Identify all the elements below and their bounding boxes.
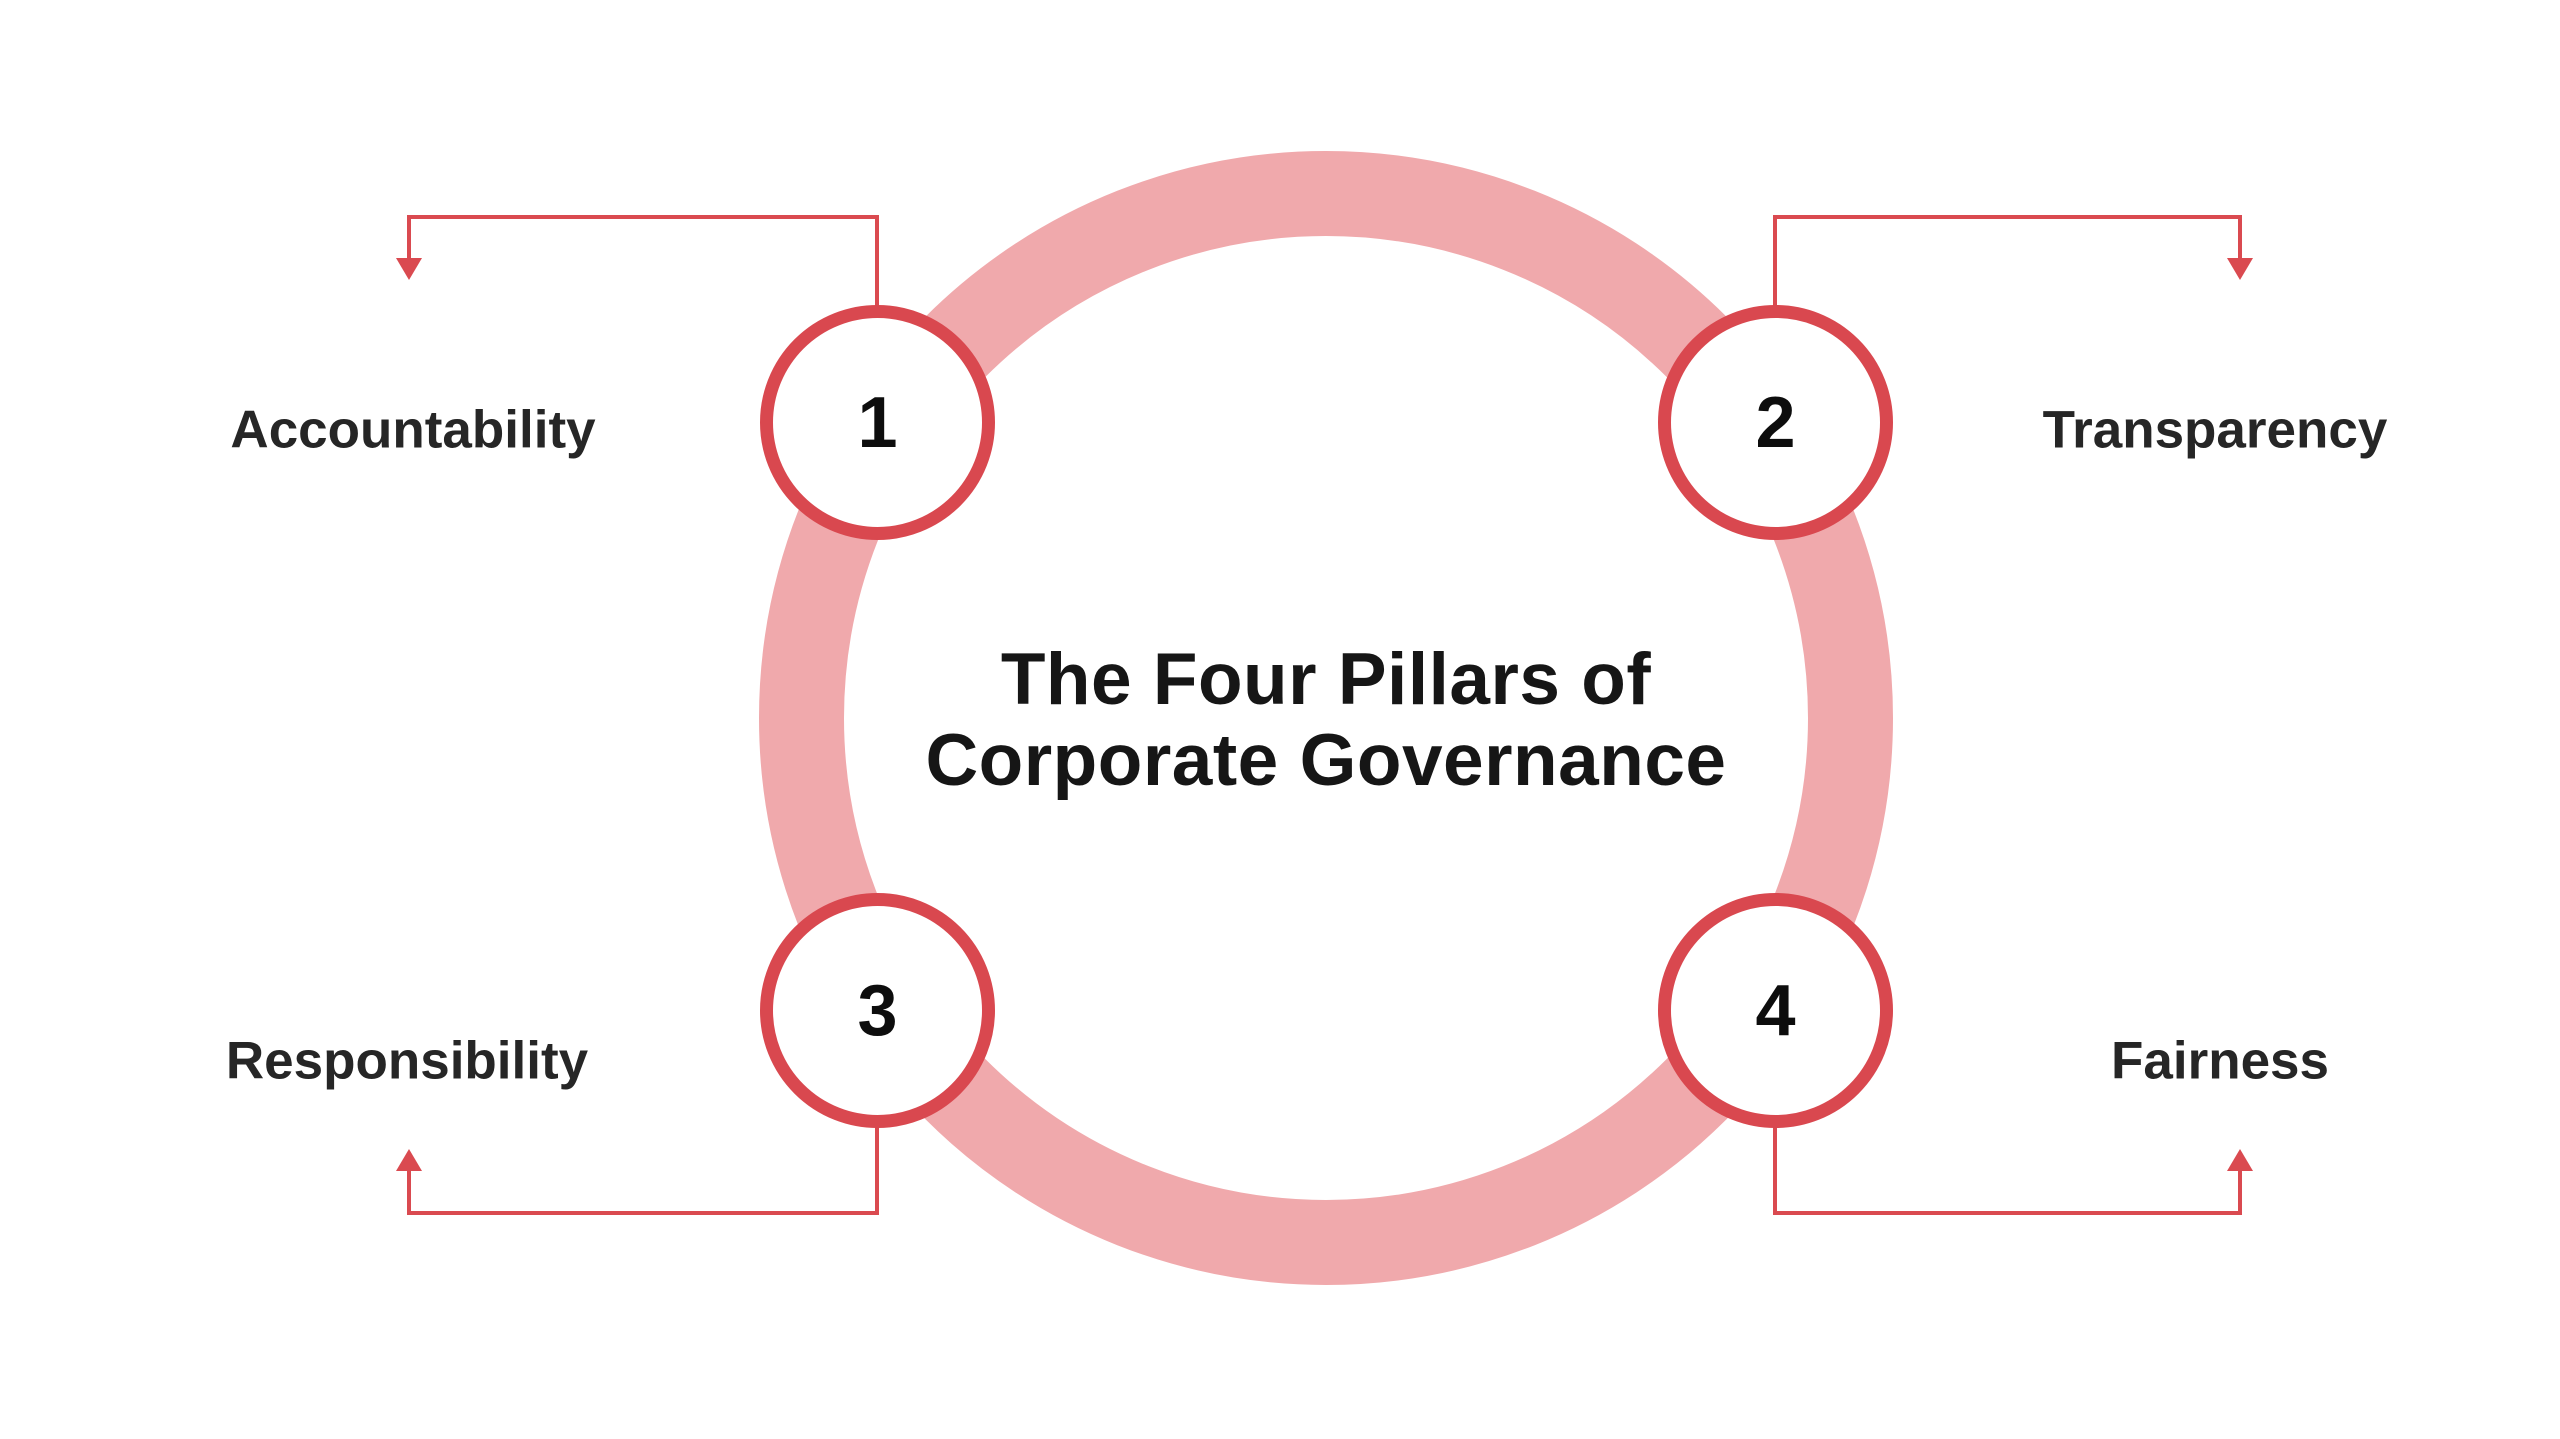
connector-line [1773,1211,2242,1215]
pillar-number-3: 3 [857,970,898,1051]
connector-line [875,1126,879,1215]
connector-line [2238,215,2242,260]
connector-line [1773,215,1777,307]
arrow-down-icon [2227,258,2253,280]
connector-line [875,215,879,307]
connector-line [407,215,411,260]
diagram-title: The Four Pillars of Corporate Governance [925,639,1726,801]
pillar-label-transparency: Transparency [2042,400,2388,460]
arrow-down-icon [396,258,422,280]
pillar-number-4: 4 [1755,970,1796,1051]
title-line-2: Corporate Governance [925,720,1727,801]
connector-line [407,1211,879,1215]
pillar-node-4: 4 [1658,893,1893,1128]
connector-line [407,1170,411,1215]
pillar-number-1: 1 [857,382,898,463]
arrow-up-icon [2227,1149,2253,1171]
connector-line [1773,1126,1777,1215]
connector-line [407,215,879,219]
connector-line [1773,215,2242,219]
pillar-label-fairness: Fairness [2110,1031,2330,1091]
pillar-number-2: 2 [1755,382,1796,463]
arrow-up-icon [396,1149,422,1171]
pillar-node-3: 3 [760,893,995,1128]
pillar-label-accountability: Accountability [230,400,596,460]
connector-line [2238,1170,2242,1215]
pillar-label-responsibility: Responsibility [225,1031,589,1091]
pillar-node-1: 1 [760,305,995,540]
title-line-1: The Four Pillars of [1000,638,1652,720]
pillar-node-2: 2 [1658,305,1893,540]
